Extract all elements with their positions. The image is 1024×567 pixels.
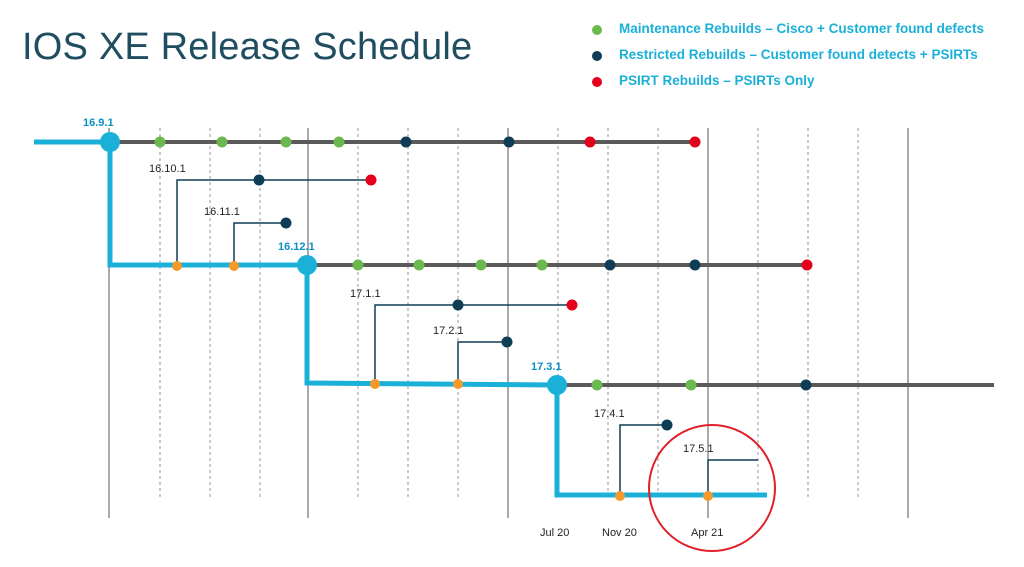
mainline: [34, 139, 767, 498]
restricted-rebuilds: [253, 136, 812, 431]
psirt-rebuild-dot: [801, 259, 813, 271]
grid-major: [108, 128, 909, 518]
restricted-rebuild-dot: [400, 136, 412, 148]
branch-17-2: [457, 341, 507, 384]
release-label-16-11-1: 16.11.1: [204, 206, 240, 218]
legend-label-psirt: PSIRT Rebuilds – PSIRTs Only: [619, 73, 815, 88]
maintenance-rebuild-dot: [536, 259, 548, 271]
release-label-17-4-1: 17.4.1: [594, 408, 625, 420]
highlight-circle: [648, 424, 776, 552]
branch-point: [703, 491, 713, 501]
psirt-rebuilds: [365, 136, 813, 311]
branch-point: [229, 261, 239, 271]
release-label-16-10-1: 16.10.1: [149, 163, 186, 175]
branch-points: [172, 261, 713, 501]
maintenance-rebuild-dot: [216, 136, 228, 148]
branch-17-4: [619, 424, 667, 495]
restricted-dot-icon: [592, 51, 602, 61]
maintenance-rebuild-dot: [475, 259, 487, 271]
maintenance-rebuild-dot: [280, 136, 292, 148]
release-label-16-9-1: 16.9.1: [83, 117, 114, 129]
restricted-rebuild-dot: [689, 259, 701, 271]
psirt-rebuild-dot: [689, 136, 701, 148]
restricted-rebuild-dot: [503, 136, 515, 148]
release-label-16-12-1: 16.12.1: [278, 241, 315, 253]
date-label-jul-20: Jul 20: [540, 527, 569, 539]
release-label-17-3-1: 17.3.1: [531, 361, 562, 373]
branch-17-1: [374, 304, 572, 384]
branch-16-11: [233, 222, 286, 265]
maintenance-dot-icon: [592, 25, 602, 35]
branch-point: [453, 379, 463, 389]
release-label-17-5-1: 17.5.1: [683, 443, 714, 455]
page-title: IOS XE Release Schedule: [22, 26, 473, 68]
restricted-rebuild-dot: [661, 419, 673, 431]
release-node-16-9-1: [100, 132, 120, 152]
restricted-rebuild-dot: [604, 259, 616, 271]
psirt-rebuild-dot: [566, 299, 578, 311]
branch-point: [370, 379, 380, 389]
legend-label-restricted: Restricted Rebuilds – Customer found det…: [619, 47, 978, 62]
maintenance-rebuild-dot: [352, 259, 364, 271]
branch-point: [172, 261, 182, 271]
release-node-17-3-1: [547, 375, 567, 395]
release-node-16-12-1: [297, 255, 317, 275]
maintenance-rebuild-dot: [685, 379, 697, 391]
psirt-rebuild-dot: [584, 136, 596, 148]
branch-16-10: [176, 179, 371, 265]
branch-17-5: [707, 459, 758, 495]
release-label-17-1-1: 17.1.1: [350, 288, 381, 300]
maintenance-rebuild-dot: [413, 259, 425, 271]
release-label-17-2-1: 17.2.1: [433, 325, 464, 337]
restricted-rebuild-dot: [501, 336, 513, 348]
maintenance-rebuilds: [154, 136, 697, 391]
legend-label-maintenance: Maintenance Rebuilds – Cisco + Customer …: [619, 21, 984, 36]
restricted-rebuild-dot: [452, 299, 464, 311]
psirt-dot-icon: [592, 77, 602, 87]
restricted-rebuild-dot: [800, 379, 812, 391]
maintenance-rebuild-dot: [591, 379, 603, 391]
restricted-rebuild-dot: [253, 174, 265, 186]
maintenance-rebuild-dot: [154, 136, 166, 148]
psirt-rebuild-dot: [365, 174, 377, 186]
restricted-rebuild-dot: [280, 217, 292, 229]
branches: [176, 179, 758, 495]
branch-point: [615, 491, 625, 501]
date-label-apr-21: Apr 21: [691, 527, 723, 539]
date-label-nov-20: Nov 20: [602, 527, 637, 539]
maintenance-rebuild-dot: [333, 136, 345, 148]
